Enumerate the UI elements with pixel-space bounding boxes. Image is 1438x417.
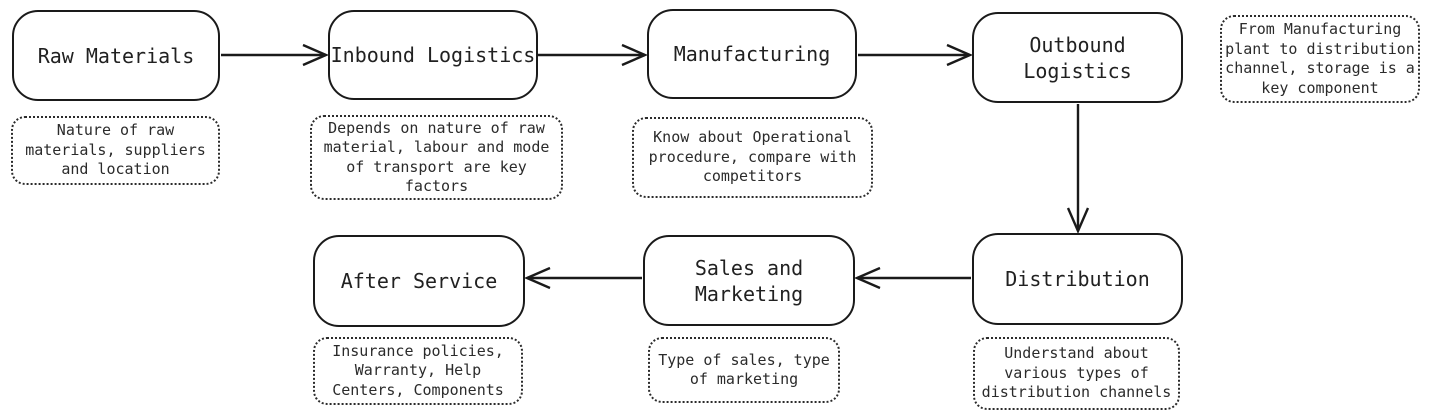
note-after-service: Insurance policies, Warranty, Help Cente… <box>313 337 523 405</box>
note-inbound-logistics: Depends on nature of raw material, labou… <box>310 115 563 200</box>
note-sales-marketing: Type of sales, type of marketing <box>648 337 840 403</box>
node-raw-materials: Raw Materials <box>12 10 220 101</box>
note-outbound-logistics: From Manufacturing plant to distribution… <box>1220 15 1420 103</box>
node-manufacturing: Manufacturing <box>647 9 857 99</box>
node-inbound-logistics: Inbound Logistics <box>328 10 538 100</box>
note-manufacturing: Know about Operational procedure, compar… <box>632 117 873 198</box>
node-outbound-logistics: Outbound Logistics <box>972 12 1183 103</box>
note-distribution: Understand about various types of distri… <box>973 337 1180 410</box>
note-raw-materials: Nature of raw materials, suppliers and l… <box>11 116 220 185</box>
node-after-service: After Service <box>313 235 525 327</box>
node-sales-marketing: Sales and Marketing <box>643 235 855 326</box>
node-distribution: Distribution <box>972 233 1183 325</box>
